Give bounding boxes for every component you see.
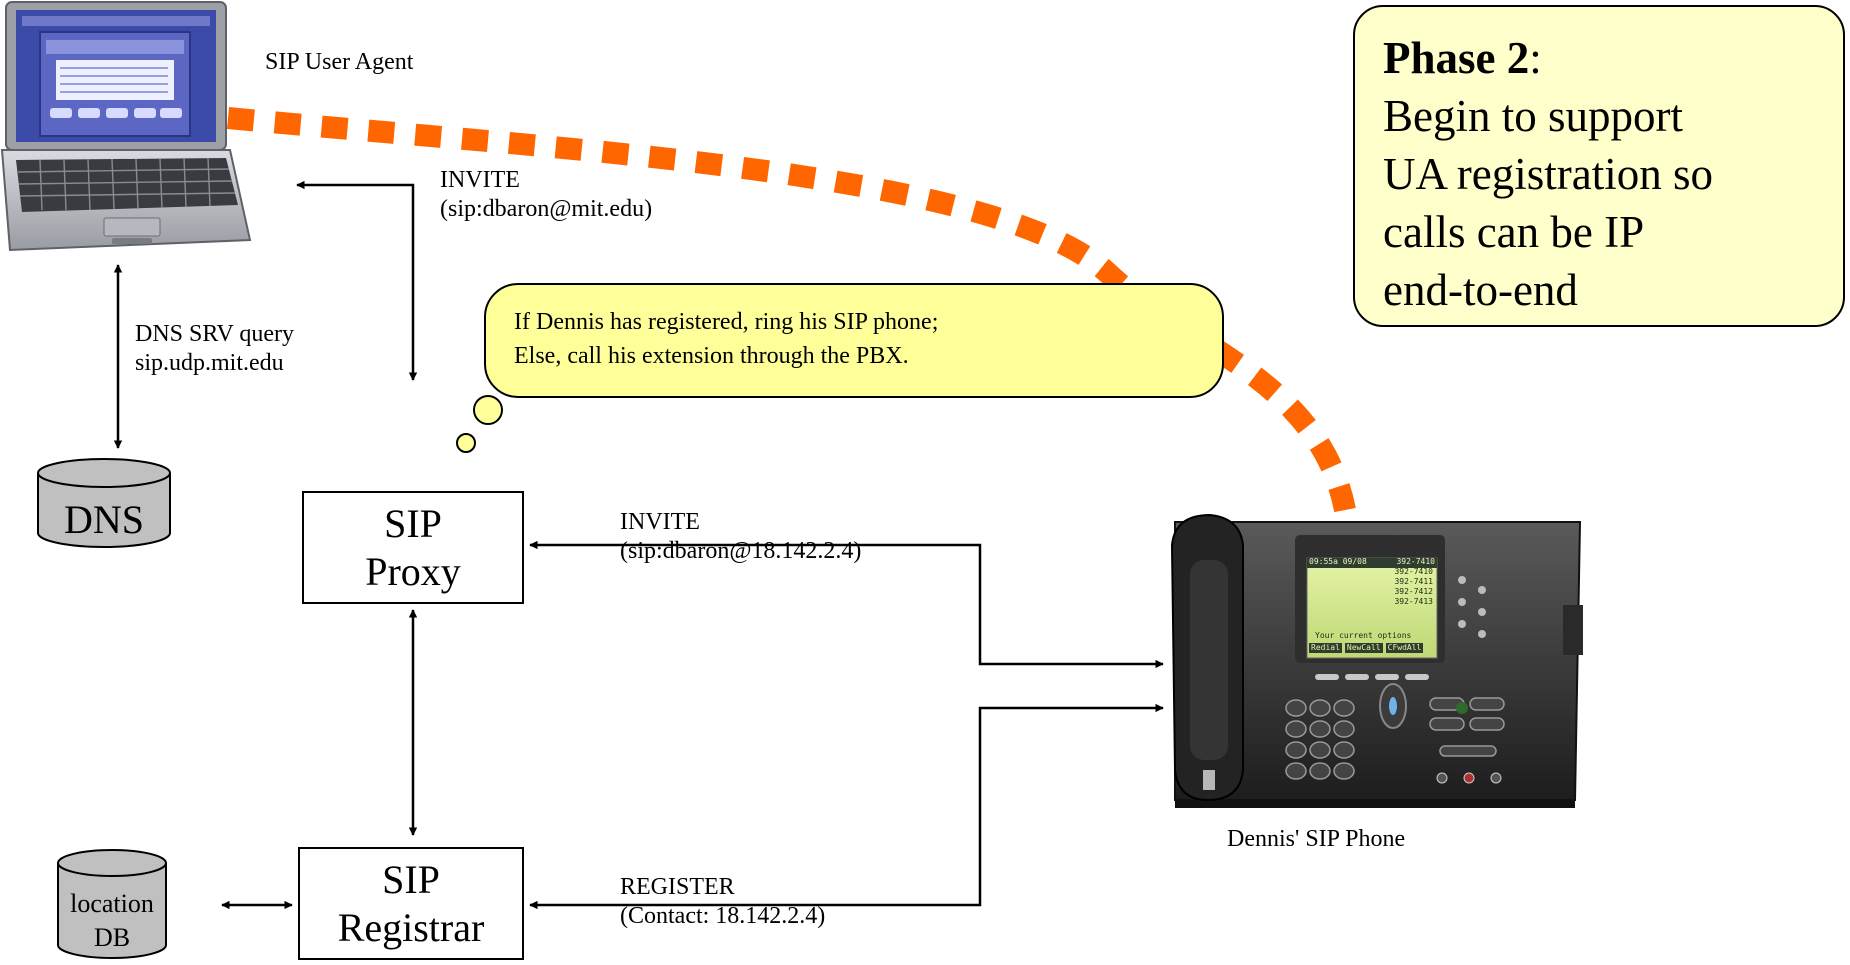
invite-top-arrow bbox=[296, 180, 418, 381]
invite-top-line1: INVITE bbox=[440, 167, 520, 193]
sip-registrar-line1: SIP bbox=[382, 857, 440, 903]
invite-mid-line1: INVITE bbox=[620, 509, 700, 535]
sip-proxy-line2: Proxy bbox=[365, 548, 461, 594]
invite-mid-label: INVITE (sip:dbaron@18.142.2.4) bbox=[620, 508, 861, 566]
phase-title-suffix: : bbox=[1529, 33, 1542, 83]
phone-screen-footer: Your current options bbox=[1315, 631, 1412, 640]
dns-query-line1: DNS SRV query bbox=[135, 321, 294, 347]
dns-query-label: DNS SRV query sip.udp.mit.edu bbox=[135, 320, 294, 378]
sip-registrar-box[interactable]: SIP Registrar bbox=[298, 847, 524, 960]
dotted-signaling-path bbox=[226, 107, 1356, 513]
thought-trail-small bbox=[456, 433, 476, 453]
invite-top-label: INVITE (sip:dbaron@mit.edu) bbox=[440, 166, 652, 224]
invite-mid-line2: (sip:dbaron@18.142.2.4) bbox=[620, 537, 862, 564]
location-db-icon bbox=[57, 849, 167, 959]
location-db-line2: DB bbox=[93, 922, 131, 952]
phone-line[interactable]: 392-7410 bbox=[1394, 567, 1433, 576]
thought-trail-large bbox=[473, 395, 503, 425]
invite-mid-arrow bbox=[529, 540, 1164, 669]
sip-proxy-line1: SIP bbox=[384, 501, 442, 547]
dns-database-icon bbox=[37, 458, 171, 548]
softkey-cfwdall[interactable]: CFwdAll bbox=[1385, 643, 1424, 653]
sip-proxy-box[interactable]: SIP Proxy bbox=[302, 491, 524, 604]
sip-user-agent-label: SIP User Agent bbox=[265, 49, 414, 75]
phase-line: UA registration so bbox=[1383, 149, 1713, 199]
register-arrow bbox=[529, 703, 1164, 910]
phase-note: Phase 2: Begin to support UA registratio… bbox=[1353, 5, 1845, 327]
phase-line: calls can be IP bbox=[1383, 207, 1645, 257]
phone-line[interactable]: 392-7411 bbox=[1394, 577, 1433, 586]
thought-line2: Else, call his extension through the PBX… bbox=[514, 343, 909, 369]
phone-screen-number: 392-7410 bbox=[1396, 557, 1435, 566]
register-line2: (Contact: 18.142.2.4) bbox=[620, 902, 826, 929]
dns-label: DNS bbox=[63, 497, 145, 542]
sip-registrar-line2: Registrar bbox=[337, 904, 485, 950]
sip-phone-icon bbox=[1170, 513, 1583, 808]
laptop-icon bbox=[0, 1, 252, 252]
phone-label: Dennis' SIP Phone bbox=[1227, 826, 1406, 852]
register-line1: REGISTER bbox=[620, 874, 735, 900]
dns-query-line2: sip.udp.mit.edu bbox=[135, 349, 284, 376]
register-label: REGISTER (Contact: 18.142.2.4) bbox=[620, 873, 825, 931]
phase-line: end-to-end bbox=[1383, 265, 1578, 315]
softkey-newcall[interactable]: NewCall bbox=[1344, 643, 1383, 653]
location-db-line1: location bbox=[70, 889, 154, 918]
thought-line1: If Dennis has registered, ring his SIP p… bbox=[514, 309, 939, 335]
softkey-redial[interactable]: Redial bbox=[1309, 643, 1342, 653]
location-db-label: location DB bbox=[58, 887, 166, 955]
phase-line: Begin to support bbox=[1383, 91, 1683, 141]
phone-screen-time: 09:55a 09/08 bbox=[1309, 557, 1367, 566]
phone-screen: 09:55a 09/08 392-7410 392-7410 392-7411 … bbox=[1307, 557, 1437, 657]
thought-bubble: If Dennis has registered, ring his SIP p… bbox=[484, 283, 1224, 398]
invite-top-line2: (sip:dbaron@mit.edu) bbox=[440, 195, 653, 222]
phase-title: Phase 2 bbox=[1383, 33, 1530, 83]
phone-line[interactable]: 392-7413 bbox=[1394, 597, 1433, 606]
phone-line[interactable]: 392-7412 bbox=[1394, 587, 1433, 596]
